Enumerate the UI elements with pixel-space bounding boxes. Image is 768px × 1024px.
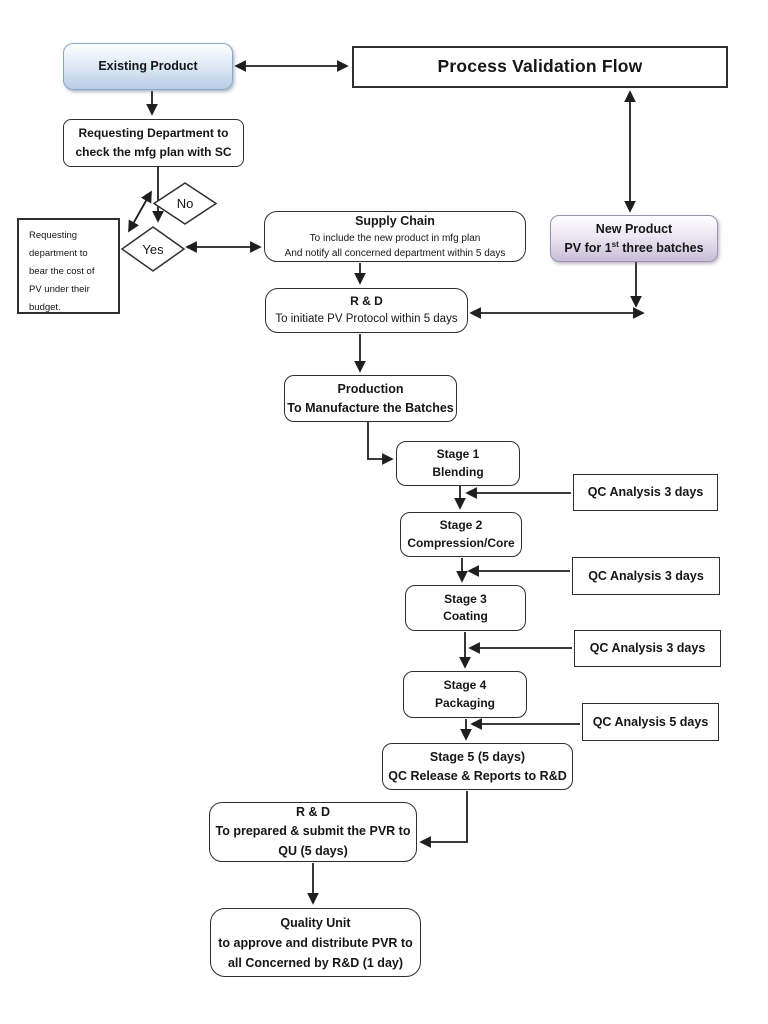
new-product-subtitle-prefix: PV for 1 (564, 240, 612, 255)
qc-analysis-2: QC Analysis 3 days (572, 557, 720, 595)
arrow-stage5-rndpvr (419, 791, 468, 848)
rnd-pvr-line3: QU (5 days) (278, 843, 348, 858)
stage5-node: Stage 5 (5 days) QC Release & Reports to… (382, 743, 573, 790)
qc2-label: QC Analysis 3 days (588, 568, 704, 583)
stage5-line2: QC Release & Reports to R&D (388, 768, 567, 783)
supply-chain-title: Supply Chain (355, 214, 435, 229)
requesting-department-line2: check the mfg plan with SC (75, 145, 232, 159)
requesting-department-line1: Requesting Department to (78, 125, 229, 140)
qc-analysis-3: QC Analysis 3 days (574, 630, 721, 667)
cost-note-line3: bear the cost of (29, 266, 95, 278)
rnd-initiate-line: To initiate PV Protocol within 5 days (275, 312, 458, 325)
supply-chain-line2: And notify all concerned department with… (284, 247, 506, 259)
new-product-subtitle: PV for 1st three batches (564, 239, 703, 258)
arrow-production-stage1 (367, 422, 394, 465)
stage3-line2: Coating (443, 609, 488, 623)
stage5-line1: Stage 5 (5 days) (429, 750, 526, 765)
rnd-pvr-line1: R & D (295, 804, 331, 819)
diagram-title-label: Process Validation Flow (437, 56, 643, 77)
arrow-no-costnote (128, 190, 152, 233)
stage4-node: Stage 4 Packaging (403, 671, 527, 718)
production-line2: To Manufacture the Batches (287, 400, 454, 415)
stage2-line1: Stage 2 (439, 518, 483, 533)
quality-unit-line1: Quality Unit (280, 915, 351, 930)
stage4-line1: Stage 4 (443, 678, 487, 693)
supply-chain-node: Supply Chain To include the new product … (264, 211, 526, 262)
qc3-label: QC Analysis 3 days (589, 641, 706, 656)
production-node: Production To Manufacture the Batches (284, 375, 457, 422)
qc4-label: QC Analysis 5 days (592, 714, 709, 729)
stage1-line2: Blending (432, 464, 484, 479)
quality-unit-line3: all Concerned by R&D (1 day) (227, 955, 404, 970)
quality-unit-line2: to approve and distribute PVR to (218, 935, 413, 950)
qc-analysis-4: QC Analysis 5 days (582, 703, 719, 741)
yes-diamond (120, 226, 186, 272)
production-line1: Production (337, 382, 404, 397)
cost-note-line1: Requesting (29, 230, 78, 241)
stage3-node: Stage 3 Coating (405, 585, 526, 631)
no-diamond (152, 182, 218, 225)
process-validation-flow-title: Process Validation Flow (352, 46, 728, 88)
new-product-subtitle-suffix: three batches (618, 240, 704, 255)
cost-note: Requesting department to bear the cost o… (17, 218, 120, 314)
existing-product-label: Existing Product (98, 59, 198, 74)
stage1-line1: Stage 1 (436, 447, 480, 462)
stage2-node: Stage 2 Compression/Core (400, 512, 522, 557)
stage4-line2: Packaging (434, 695, 496, 710)
new-product-title: New Product (595, 221, 673, 236)
supply-chain-line1: To include the new product in mfg plan (309, 232, 481, 244)
quality-unit-node: Quality Unit to approve and distribute P… (210, 908, 421, 977)
rnd-initiate-title: R & D (350, 294, 383, 309)
rnd-initiate-node: R & D To initiate PV Protocol within 5 d… (265, 288, 468, 333)
stage1-node: Stage 1 Blending (396, 441, 520, 486)
existing-product-node: Existing Product (63, 43, 233, 90)
no-label: No (176, 196, 194, 211)
rnd-pvr-line2: To prepared & submit the PVR to (215, 824, 411, 839)
yes-label: Yes (142, 242, 164, 257)
cost-note-line5: budget. (29, 302, 61, 314)
new-product-subtitle-sup: st (611, 239, 619, 249)
rnd-pvr-node: R & D To prepared & submit the PVR to QU… (209, 802, 417, 862)
new-product-node: New Product PV for 1st three batches (550, 215, 718, 262)
requesting-department-node: Requesting Department to check the mfg p… (63, 119, 244, 167)
cost-note-line2: department to (29, 248, 88, 260)
qc1-label: QC Analysis 3 days (587, 485, 704, 500)
qc-analysis-1: QC Analysis 3 days (573, 474, 718, 511)
cost-note-line4: PV under their (29, 284, 90, 296)
stage3-line1: Stage 3 (444, 591, 487, 606)
stage2-line2: Compression/Core (407, 535, 515, 550)
